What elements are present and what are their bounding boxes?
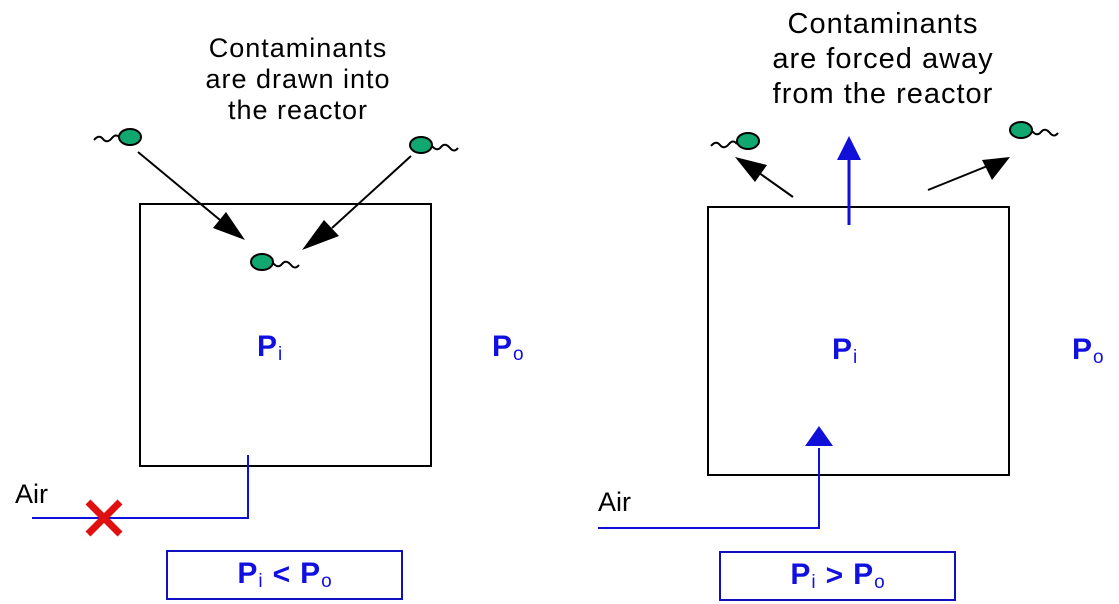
right-arrowhead-out-right [982, 157, 1010, 180]
left-outside-pressure-subscript: o [513, 344, 524, 365]
right-relation-operator: > [826, 559, 844, 593]
right-relation-rhs-symbol: P [853, 558, 873, 591]
left-arrowhead-in-2 [302, 220, 339, 250]
left-relation-rhs-symbol: P [300, 557, 320, 590]
right-arrow-out-left [755, 170, 793, 197]
right-relation-lhs: Pi [790, 558, 815, 594]
right-relation-box: Pi > Po [719, 551, 956, 601]
left-relation-lhs: Pi [237, 557, 262, 593]
right-reactor-box [708, 207, 1009, 475]
left-relation-rhs-sub: o [321, 571, 332, 592]
right-relation-lhs-sub: i [811, 572, 815, 593]
right-inside-pressure-subscript: i [853, 347, 857, 368]
left-molecule-inside [251, 254, 299, 270]
right-outside-pressure: Po [1072, 333, 1104, 369]
right-air-label: Air [598, 487, 631, 518]
right-arrow-out-right [928, 165, 990, 190]
right-arrow-up-top-head [837, 136, 861, 160]
right-molecule-left [711, 133, 759, 149]
left-caption-line-1: Contaminants [148, 33, 448, 64]
right-outside-pressure-subscript: o [1093, 347, 1104, 368]
left-caption-line-3: the reactor [148, 95, 448, 126]
right-inside-pressure: Pi [832, 333, 857, 369]
left-molecule-top-right [410, 137, 458, 153]
right-arrowhead-out-left [735, 157, 767, 182]
right-inside-pressure-symbol: P [832, 333, 852, 366]
left-relation-operator: < [273, 558, 291, 592]
left-inside-pressure-symbol: P [257, 330, 277, 363]
left-arrowhead-in-1 [213, 212, 245, 240]
right-relation-rhs: Po [853, 558, 885, 594]
left-outside-pressure-symbol: P [492, 330, 512, 363]
left-relation-lhs-symbol: P [237, 557, 257, 590]
left-arrow-in-1 [138, 152, 220, 220]
left-air-label: Air [15, 479, 48, 510]
left-relation-rhs: Po [300, 557, 332, 593]
right-air-arrowhead [805, 426, 833, 446]
right-caption-line-1: Contaminants [728, 7, 1038, 42]
left-reactor-box [140, 204, 431, 466]
left-relation-box: Pi < Po [166, 550, 403, 600]
right-outside-pressure-symbol: P [1072, 333, 1092, 366]
right-caption: Contaminants are forced away from the re… [728, 7, 1038, 112]
right-relation-rhs-sub: o [874, 572, 885, 593]
left-arrow-in-2 [332, 156, 411, 228]
right-relation-lhs-symbol: P [790, 558, 810, 591]
left-inside-pressure-subscript: i [278, 344, 282, 365]
left-outside-pressure: Po [492, 330, 524, 366]
left-relation-lhs-sub: i [258, 571, 262, 592]
left-molecule-top-left [94, 129, 141, 145]
left-caption-line-2: are drawn into [148, 64, 448, 95]
right-molecule-right [1010, 122, 1058, 138]
right-caption-line-3: from the reactor [728, 77, 1038, 112]
left-caption: Contaminants are drawn into the reactor [148, 33, 448, 126]
right-caption-line-2: are forced away [728, 42, 1038, 77]
left-inside-pressure: Pi [257, 330, 282, 366]
